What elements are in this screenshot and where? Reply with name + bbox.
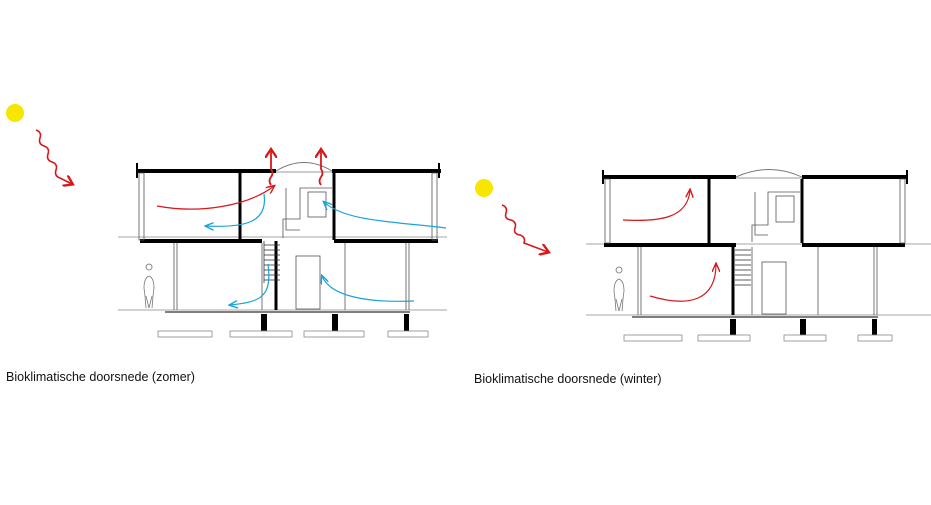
cool-air-upper-left xyxy=(206,193,266,226)
footing-2 xyxy=(332,314,338,331)
caption-summer: Bioklimatische doorsnede (zomer) xyxy=(6,370,195,384)
facade-right-upper xyxy=(899,178,906,244)
door-lower xyxy=(761,261,787,315)
door-lower xyxy=(295,255,321,310)
heat-exhaust-right xyxy=(320,150,323,186)
heat-exhaust-left xyxy=(270,150,273,186)
landing-outline xyxy=(282,187,332,238)
roof-lantern xyxy=(735,169,803,178)
footing-3 xyxy=(404,314,409,331)
warm-air-lower xyxy=(649,264,716,302)
footing-1 xyxy=(261,314,267,331)
warm-air-upper xyxy=(622,190,690,222)
staircase xyxy=(263,241,280,283)
footing-1 xyxy=(730,319,736,335)
foundation-pads xyxy=(623,334,893,342)
person-silhouette-icon xyxy=(613,266,625,312)
foundation-pads xyxy=(157,330,429,338)
sun-icon xyxy=(6,104,24,122)
person-silhouette-icon xyxy=(143,263,155,309)
footing-3 xyxy=(872,319,877,335)
caption-winter: Bioklimatische doorsnede (winter) xyxy=(474,372,662,386)
door-upper xyxy=(775,195,795,223)
summer-section xyxy=(6,104,447,338)
winter-section xyxy=(475,169,931,342)
facade-left-upper xyxy=(138,172,145,241)
wavy-arrow-icon xyxy=(35,129,72,184)
facade-left-upper xyxy=(604,178,611,244)
landing-outline xyxy=(751,191,800,242)
cool-air-upper-right xyxy=(324,202,447,229)
cool-air-lower-left xyxy=(230,263,270,305)
door-upper xyxy=(307,191,327,218)
wavy-arrow-icon xyxy=(501,204,548,252)
sun-icon xyxy=(475,179,493,197)
footing-2 xyxy=(800,319,806,335)
staircase xyxy=(735,249,751,286)
facade-right-upper xyxy=(431,172,438,241)
warm-air-flow xyxy=(156,186,274,210)
cool-air-lower-right xyxy=(322,276,415,302)
roof-lantern xyxy=(275,162,333,172)
